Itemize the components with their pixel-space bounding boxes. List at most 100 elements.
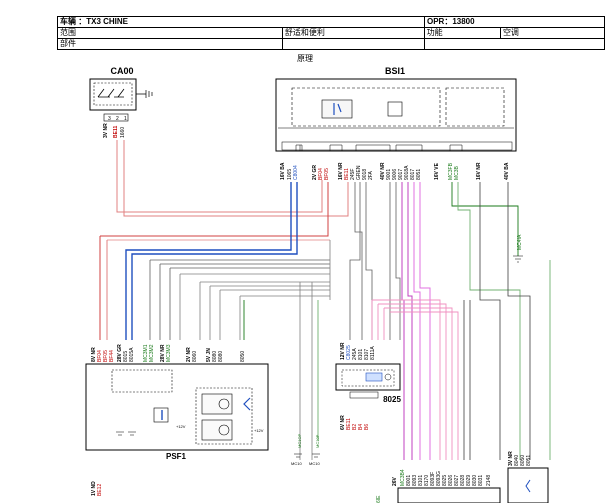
title-row-3: 部件 xyxy=(58,39,604,49)
bottom-conn-wire-11: 8028 xyxy=(460,475,466,486)
wire-blue-2 xyxy=(131,182,298,340)
c8025-display xyxy=(365,372,383,382)
wire-grey-11 xyxy=(199,281,330,340)
wire-grey-13 xyxy=(219,289,330,340)
bsi1-inner-left xyxy=(291,87,441,127)
psf1-conn-1-wire-1: BF04 xyxy=(97,350,103,362)
bsi1-conn-4-wire-2: 9006 xyxy=(392,169,398,180)
psf1-conn-3-head: 28V NR xyxy=(160,344,166,362)
psf1-label: PSF1 xyxy=(166,452,187,461)
ca00-pin-2: 2 xyxy=(116,116,119,122)
wire-magenta-4 xyxy=(419,182,431,460)
bsi1-conn-2-wire-1: BF04 xyxy=(318,168,324,180)
wire-grey-3 xyxy=(365,182,373,340)
right-conn-box xyxy=(507,467,549,503)
mc4ia-ground: MC4IA xyxy=(513,234,523,263)
bsi1-conn-4-wire-5: 8017 xyxy=(410,169,416,180)
function-label-cell: 功能 xyxy=(425,28,501,38)
c8025-wire-labels: 12V NR C8025 245A 8101 8107 8111A 6V NR … xyxy=(340,342,376,430)
ca00-pin-strip xyxy=(103,113,129,122)
bsi1-conn-7-head: 40V BA xyxy=(504,162,510,180)
psf1-conn-2-wire-4: MC3M2 xyxy=(149,344,155,362)
psf1-bottom-head: 1V ND xyxy=(91,481,97,496)
bsi1-pin-marks xyxy=(295,144,463,151)
right-conn-wire-3: 8051 xyxy=(526,455,532,466)
bottom-conn-wire-6: 8093F xyxy=(430,472,436,486)
bsi1-label: BSI1 xyxy=(385,66,405,76)
plus12v-label-2: +12V xyxy=(254,428,264,433)
psf1-fuse xyxy=(153,407,169,423)
wire-pink-bundle xyxy=(372,299,459,460)
psf1-component: +12V +12V PSF1 xyxy=(85,363,269,461)
wire-grey-9 xyxy=(169,267,330,340)
c8025-conn-1-head: 12V NR xyxy=(340,342,346,360)
c8025-inner xyxy=(341,369,395,387)
scope-value-cell: 舒适和便利 xyxy=(283,28,425,38)
wire-grey-14 xyxy=(239,295,330,340)
bsi1-component: BSI1 xyxy=(275,66,517,152)
bsi1-conn-3-wire-2: 245F xyxy=(350,169,356,180)
bsi1-conn-5-wire-2: MC3B xyxy=(454,165,460,180)
bottom-conn-wire-12: 8029 xyxy=(466,475,472,486)
psf1-conn-2-head: 28V GR xyxy=(117,344,123,362)
wire-black-3 xyxy=(463,300,471,460)
bsi1-pin-strip xyxy=(281,141,513,151)
c8025-box xyxy=(335,363,401,391)
bsi1-conn-1-wire-2: C8004 xyxy=(293,165,299,180)
mc4ia-label: MC4IA xyxy=(517,234,523,250)
bsi1-conn-1-head: 16V BA xyxy=(280,162,286,180)
c8025-label: 8025 xyxy=(383,395,401,404)
c8025-conn-1-wire-2: 245A xyxy=(352,348,358,360)
bottom-connector: 26V MC3B4 8001 8093 8101 8170 8093F 8093… xyxy=(376,469,501,503)
wire-red-1 xyxy=(116,140,323,213)
bottom-conn-wire-2: 8001 xyxy=(406,475,412,486)
relay-coil-icon xyxy=(218,398,230,410)
ca00-component: CA00 3 2 1 3V NR BE11 1660 xyxy=(89,66,153,138)
ca00-label: CA00 xyxy=(110,66,133,76)
c8025-conn-1-wire-1: C8025 xyxy=(346,345,352,360)
bottom-conn-wire-15: 2148 xyxy=(486,475,492,486)
bsi1-conn-4-head: 40V NR xyxy=(380,162,386,180)
wire-black-1 xyxy=(479,182,501,460)
psf1-conn-1-wire-3: BF44 xyxy=(109,350,115,362)
ground-label-4: MC10 xyxy=(309,461,320,466)
bottom-conn-wire-14: 8031 xyxy=(478,475,484,486)
ca00-wire-2: 1660 xyxy=(120,127,126,138)
right-conn-wire-2: 8050 xyxy=(520,455,526,466)
bsi1-conn-2-head: 2V GR xyxy=(312,165,318,180)
bottom-conn-box xyxy=(397,487,501,503)
wire-harness xyxy=(99,140,551,460)
vehicle-cell: 车辆 ：TX3 CHINE xyxy=(58,17,425,27)
wire-green-2 xyxy=(457,182,521,460)
psf1-conn-5-head: 5V JN xyxy=(206,348,212,362)
psf1-conn-6-wire-1: 8050 xyxy=(240,351,246,362)
psf1-relay-1 xyxy=(201,393,233,415)
ca00-pin-1: 1 xyxy=(124,116,127,122)
wire-red-2 xyxy=(123,140,349,217)
bsi1-conn-3-wire-1: BE11 xyxy=(344,168,350,180)
wire-green-1 xyxy=(451,182,519,256)
bsi1-conn-5-wire-1: MC3FB xyxy=(448,162,454,180)
psf1-conn-1-wire-2: BF05 xyxy=(103,350,109,362)
bottom-conn-wire-5: 8170 xyxy=(424,475,430,486)
bottom-conn-wire-4: 8101 xyxy=(418,475,424,486)
psf1-box xyxy=(85,363,269,451)
wire-grey-1 xyxy=(354,182,363,340)
bsi1-conn-3-wire-3: GREN xyxy=(356,165,362,180)
c8025-conn-2-head: 6V NR xyxy=(340,415,346,430)
ground-icon xyxy=(294,453,320,458)
psf1-conn-1-head: 8V NR xyxy=(91,347,97,362)
bsi1-conn-3-head: 16V NR xyxy=(338,162,344,180)
wire-magenta-1 xyxy=(401,182,405,460)
ground-label-2: MC10P xyxy=(315,434,320,448)
c8025-conn-2-wire-2: B2 xyxy=(352,424,358,430)
title-block: 车辆 ：TX3 CHINE OPR：13800 范围 舒适和便利 功能 空调 部… xyxy=(57,16,605,50)
bsi1-conn-3-wire-5: 2FA xyxy=(368,170,374,180)
c8025-knob-icon xyxy=(384,373,392,381)
title-row-2: 范围 舒适和便利 功能 空调 xyxy=(58,28,604,39)
title-row-1: 车辆 ：TX3 CHINE OPR：13800 xyxy=(58,17,604,28)
ground-icon xyxy=(513,255,523,263)
ground-icon xyxy=(116,431,136,436)
bottom-conn-wire-1: MC3B4 xyxy=(400,469,406,486)
psf1-inner-1 xyxy=(111,369,173,393)
